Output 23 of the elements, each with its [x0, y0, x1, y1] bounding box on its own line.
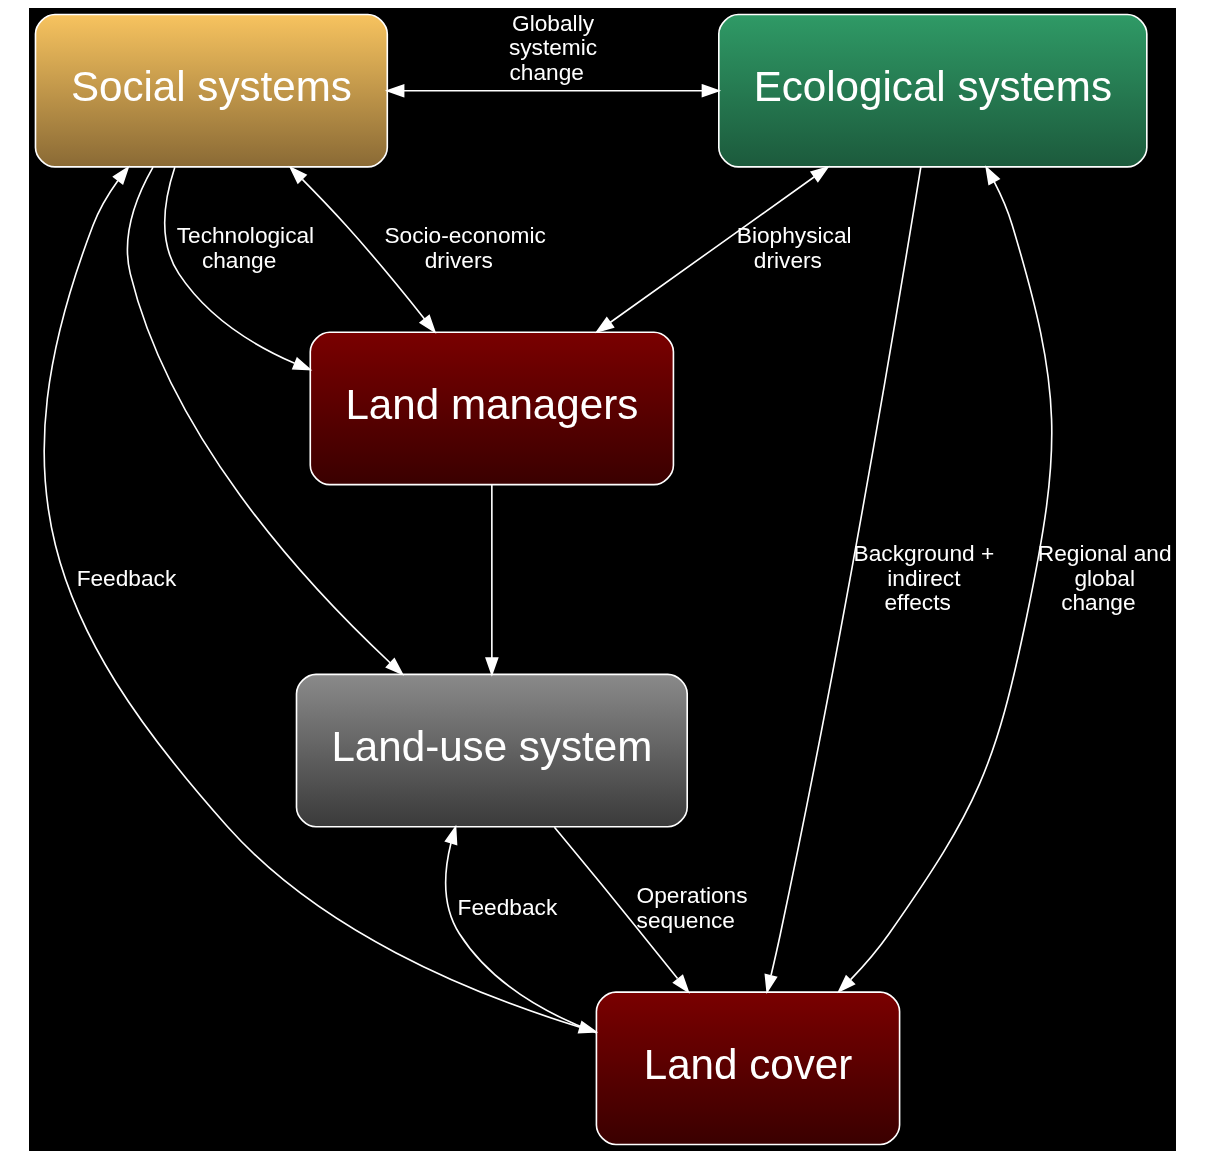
arrow [594, 165, 830, 334]
edge-label: Feedback [76, 564, 177, 591]
edge-label: Biophysical drivers [736, 222, 852, 273]
edge-label: Background + indirect effects [853, 540, 995, 615]
node-box: Ecological systems [718, 13, 1148, 168]
arrow [837, 165, 1053, 994]
edge-label: Technological change [176, 222, 315, 273]
edge-label: Socio-economic drivers [384, 222, 546, 273]
edge-label: Regional and global change [1037, 540, 1172, 615]
arrow [164, 166, 313, 371]
edge-label: Operations sequence [636, 882, 748, 933]
node-box: Social systems [34, 13, 389, 168]
node-box: Land managers [309, 331, 675, 486]
arrow [288, 165, 437, 334]
arrow [126, 166, 405, 676]
edge-label: Globally systemic change [508, 10, 598, 85]
arrow [485, 484, 499, 677]
node-box: Land-use system [295, 673, 688, 828]
arrow [553, 826, 690, 994]
arrow [384, 83, 722, 98]
node-box: Land cover [595, 991, 901, 1146]
edge-label: Feedback [457, 894, 558, 921]
arrow [764, 166, 922, 994]
